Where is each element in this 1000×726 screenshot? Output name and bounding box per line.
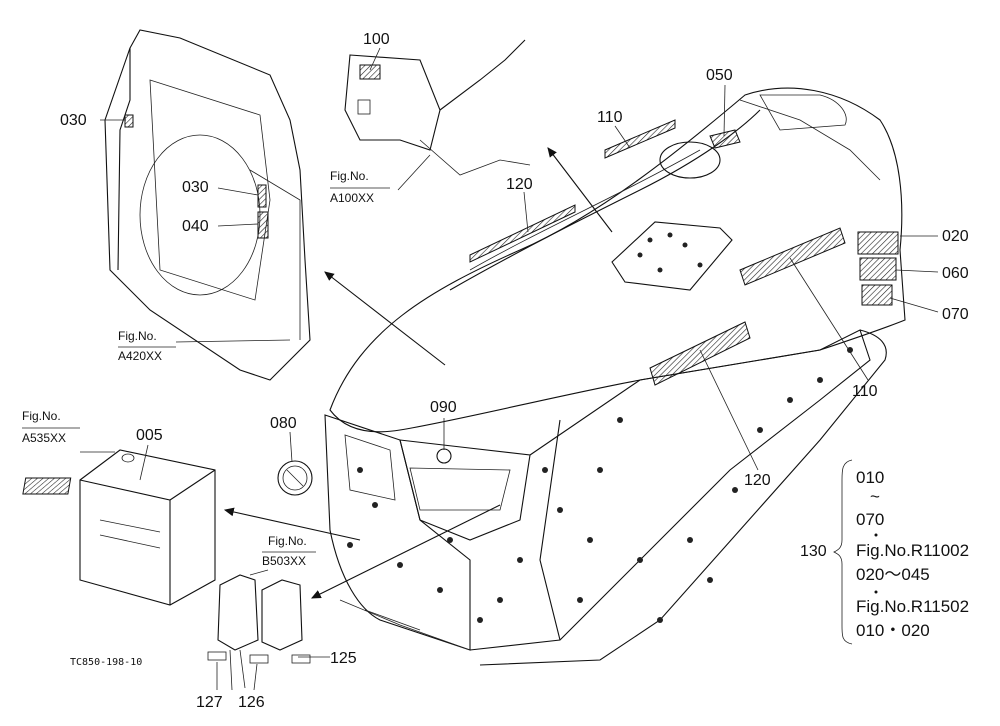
callout-125: 125: [330, 650, 357, 667]
decal-020: [857, 231, 899, 255]
callout-090: 090: [430, 399, 457, 416]
decal-110-upper: [604, 119, 676, 159]
drawing-code: TC850-198-10: [70, 657, 142, 668]
hood-assembly: [324, 87, 906, 666]
fig-ref-a535-line2: A535XX: [22, 431, 66, 445]
leader-lines: [80, 47, 939, 691]
callout-080: 080: [270, 415, 297, 432]
clip-group: [207, 574, 311, 691]
callout-060: 060: [942, 265, 969, 282]
callout-120-upper: 120: [506, 176, 533, 193]
callout-labels: 030 030 040 100 110 120 050 020 060 070 …: [60, 31, 969, 711]
legend-130: 010 ~ 070 Fig.No.R11002 020～045 Fig.No.R…: [833, 459, 969, 645]
radiator-shroud-group: [104, 29, 311, 381]
decal-030-side: [124, 114, 134, 128]
decal-040: [257, 211, 269, 239]
decal-120-upper: [469, 204, 576, 263]
legend-line-4: Fig.No.R11002: [856, 541, 969, 560]
callout-110-side: 110: [852, 383, 878, 400]
callout-030-side: 030: [60, 112, 87, 129]
fig-ref-a420-line1: Fig.No.: [118, 329, 157, 343]
fig-ref-b503-line1: Fig.No.: [268, 534, 307, 548]
decal-070: [861, 284, 893, 306]
direction-arrows: [223, 147, 613, 599]
callout-030-shroud: 030: [182, 179, 209, 196]
callout-127: 127: [196, 694, 223, 711]
decal-110-side: [739, 227, 846, 286]
fig-ref-b503-line2: B503XX: [262, 554, 306, 568]
callout-126: 126: [238, 694, 265, 711]
callout-110-upper: 110: [597, 109, 623, 126]
decal-060: [859, 257, 897, 281]
callout-100: 100: [363, 31, 390, 48]
decal-050: [709, 129, 741, 149]
legend-line-1: 010: [856, 468, 884, 487]
callout-040: 040: [182, 218, 209, 235]
callout-070: 070: [942, 306, 969, 323]
legend-line-5: 020～045: [856, 565, 930, 584]
decal-120-side: [649, 321, 751, 386]
fig-ref-a535-line1: Fig.No.: [22, 409, 61, 423]
emblem-080: [277, 460, 313, 496]
fig-ref-a100-line2: A100XX: [330, 191, 374, 205]
figure-references: Fig.No. A100XX Fig.No. A420XX Fig.No. A5…: [22, 169, 390, 568]
fig-ref-a420-line2: A420XX: [118, 349, 162, 363]
legend-line-2: ~: [870, 487, 880, 506]
callout-120-side: 120: [744, 472, 771, 489]
decal-005: [22, 477, 72, 495]
legend-line-3: 070: [856, 510, 884, 529]
decal-100: [359, 64, 381, 80]
decal-030-shroud: [257, 184, 267, 208]
callout-020: 020: [942, 228, 969, 245]
callout-050: 050: [706, 67, 733, 84]
fig-ref-a100-line1: Fig.No.: [330, 169, 369, 183]
legend-line-6: Fig.No.R11502: [856, 597, 969, 616]
callout-005: 005: [136, 427, 163, 444]
legend-line-7: 010・020: [856, 621, 930, 640]
battery-group: [22, 449, 216, 606]
callout-130: 130: [800, 543, 827, 560]
bracket-group: [344, 39, 531, 176]
